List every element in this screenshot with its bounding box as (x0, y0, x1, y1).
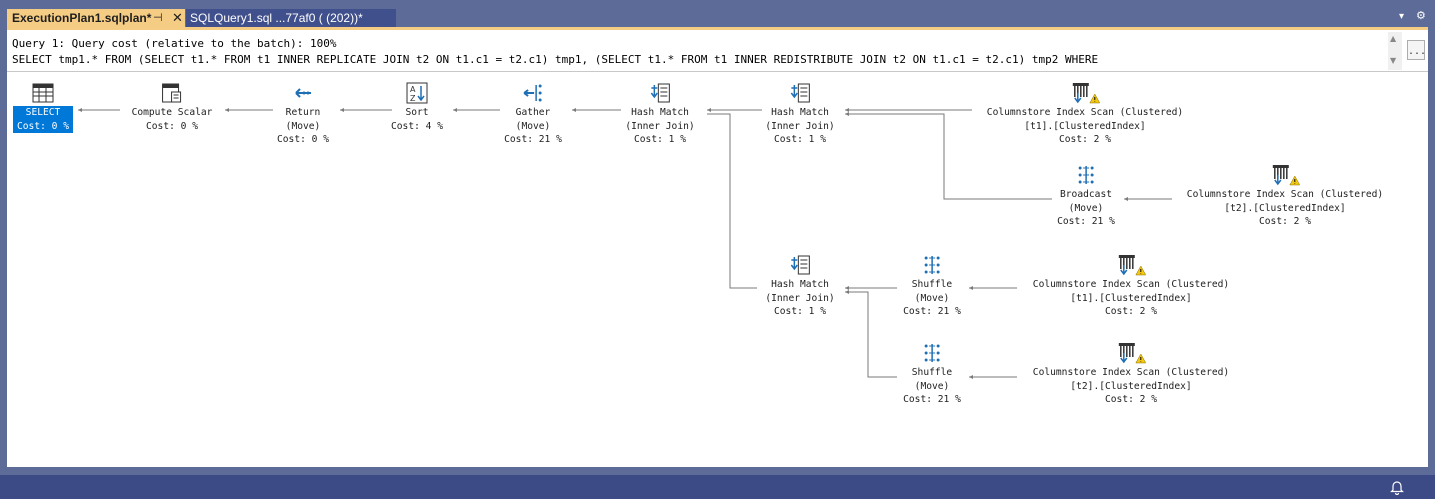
node-object: [t1].[ClusteredIndex] (1070, 292, 1192, 304)
node-name: Compute Scalar (131, 107, 213, 118)
node-name: Columnstore Index Scan (Clustered) (1186, 189, 1384, 200)
plan-node-broadcast[interactable]: Broadcast (Move) Cost: 21 % (1057, 164, 1115, 229)
query-text-box[interactable]: Query 1: Query cost (relative to the bat… (7, 32, 1402, 70)
return-move-icon (295, 88, 311, 98)
settings-gear-icon[interactable]: ⚙ (1416, 9, 1426, 22)
active-tab-underline (7, 27, 1428, 30)
node-subtype: (Inner Join) (765, 120, 835, 132)
node-name: Columnstore Index Scan (Clustered) (986, 107, 1184, 118)
node-cost: Cost: 0 % (277, 134, 329, 145)
notification-bell-icon[interactable] (1389, 479, 1405, 495)
node-name: Shuffle (911, 279, 953, 290)
plan-node-shuffle-2[interactable]: Shuffle (Move) Cost: 21 % (903, 342, 961, 407)
query-sql-line: SELECT tmp1.* FROM (SELECT t1.* FROM t1 … (12, 53, 1099, 66)
node-cost: Cost: 21 % (903, 306, 961, 317)
hash-match-icon (790, 83, 810, 103)
plan-connectors (78, 108, 1172, 379)
tab-list-dropdown-icon[interactable]: ▾ (1399, 11, 1405, 22)
shuffle-move-icon (924, 344, 940, 362)
node-object: [t2].[ClusteredIndex] (1070, 380, 1192, 392)
pin-icon[interactable]: ⊣ (153, 12, 163, 24)
query-cost-line: Query 1: Query cost (relative to the bat… (12, 37, 337, 50)
hash-match-icon (790, 255, 810, 275)
node-name: Gather (515, 107, 551, 118)
scroll-down-icon[interactable]: ▼ (1390, 56, 1397, 65)
node-subtype: (Move) (914, 292, 950, 304)
node-name: Return (285, 107, 321, 118)
query-expand-button[interactable]: ... (1407, 40, 1426, 60)
columnstore-scan-warning-icon (1072, 83, 1100, 104)
tab-execution-plan[interactable]: ExecutionPlan1.sqlplan* ⊣ ✕ (7, 9, 185, 27)
tab-label: ExecutionPlan1.sqlplan* (12, 11, 152, 25)
node-cost: Cost: 2 % (1059, 134, 1111, 145)
plan-node-gather[interactable]: Gather (Move) Cost: 21 % (504, 82, 562, 147)
node-cost: Cost: 2 % (1105, 306, 1157, 317)
node-cost: Cost: 4 % (391, 120, 443, 132)
broadcast-move-icon (1078, 166, 1094, 184)
svg-text:A: A (410, 85, 416, 94)
hash-match-icon (650, 83, 670, 103)
node-name: Hash Match (771, 279, 829, 290)
close-icon[interactable]: ✕ (172, 10, 183, 25)
plan-node-columnstore-scan-t2-b[interactable]: Columnstore Index Scan (Clustered) [t2].… (1033, 342, 1229, 407)
node-subtype: (Inner Join) (765, 292, 835, 304)
node-name: Hash Match (631, 107, 689, 118)
node-subtype: (Move) (1068, 202, 1104, 214)
node-cost: Cost: 1 % (634, 134, 686, 145)
tab-label: SQLQuery1.sql ...77af0 ( (202))* (190, 11, 363, 25)
columnstore-scan-warning-icon (1118, 255, 1146, 276)
node-name: Columnstore Index Scan (Clustered) (1032, 279, 1230, 290)
columnstore-scan-warning-icon (1118, 343, 1146, 364)
node-subtype: (Move) (914, 380, 950, 392)
node-cost: Cost: 1 % (774, 134, 826, 145)
plan-node-hash-match-1[interactable]: Hash Match (Inner Join) Cost: 1 % (625, 82, 695, 147)
svg-text:Z: Z (410, 94, 416, 103)
plan-node-select[interactable]: SELECT Cost: 0 % (13, 82, 73, 133)
divider (7, 71, 1428, 72)
node-name: Columnstore Index Scan (Clustered) (1032, 367, 1230, 378)
shuffle-move-icon (924, 256, 940, 274)
node-cost: Cost: 2 % (1105, 394, 1157, 405)
select-table-icon (32, 83, 54, 103)
plan-node-columnstore-scan-t1[interactable]: Columnstore Index Scan (Clustered) [t1].… (987, 82, 1183, 147)
scroll-up-icon[interactable]: ▲ (1390, 34, 1397, 43)
node-cost: Cost: 21 % (1057, 216, 1115, 227)
arrow-hash3-to-hash1 (707, 113, 757, 289)
node-name: Hash Match (771, 107, 829, 118)
plan-node-hash-match-3[interactable]: Hash Match (Inner Join) Cost: 1 % (765, 254, 835, 319)
node-cost: Cost: 21 % (504, 134, 562, 145)
plan-node-sort[interactable]: A Z Sort Cost: 4 % (391, 82, 443, 133)
node-cost: Cost: 0 % (13, 119, 73, 133)
arrow-shuffle2-to-hash3 (845, 291, 897, 378)
node-cost: Cost: 1 % (774, 306, 826, 317)
node-cost: Cost: 21 % (903, 394, 961, 405)
columnstore-scan-warning-icon (1272, 165, 1300, 186)
sort-az-icon: A Z (406, 82, 428, 104)
node-object: [t2].[ClusteredIndex] (1224, 202, 1346, 214)
node-name: Shuffle (911, 367, 953, 378)
node-subtype: (Move) (515, 120, 551, 132)
plan-node-hash-match-2[interactable]: Hash Match (Inner Join) Cost: 1 % (765, 82, 835, 147)
plan-node-columnstore-scan-t1-b[interactable]: Columnstore Index Scan (Clustered) [t1].… (1033, 254, 1229, 319)
gather-streams-icon (523, 84, 542, 102)
arrow-broadcast-to-hash2 (845, 113, 1052, 200)
compute-scalar-icon (162, 83, 182, 103)
tab-sql-query[interactable]: SQLQuery1.sql ...77af0 ( (202))* (186, 9, 396, 27)
plan-node-columnstore-scan-t2[interactable]: Columnstore Index Scan (Clustered) [t2].… (1187, 164, 1383, 229)
node-cost: Cost: 2 % (1259, 216, 1311, 227)
node-object: [t1].[ClusteredIndex] (1024, 120, 1146, 132)
node-name: Broadcast (1060, 189, 1112, 200)
node-name: SELECT (13, 106, 73, 120)
plan-node-compute-scalar[interactable]: Compute Scalar Cost: 0 % (131, 82, 213, 133)
query-scrollbar[interactable]: ▲ ▼ (1388, 32, 1402, 70)
node-subtype: (Inner Join) (625, 120, 695, 132)
execution-plan-panel: Query 1: Query cost (relative to the bat… (7, 30, 1428, 467)
node-subtype: (Move) (285, 120, 321, 132)
node-name: Sort (405, 107, 429, 118)
plan-node-return[interactable]: Return (Move) Cost: 0 % (277, 82, 329, 147)
plan-node-shuffle-1[interactable]: Shuffle (Move) Cost: 21 % (903, 254, 961, 319)
node-cost: Cost: 0 % (146, 120, 198, 132)
status-bar (0, 475, 1435, 499)
